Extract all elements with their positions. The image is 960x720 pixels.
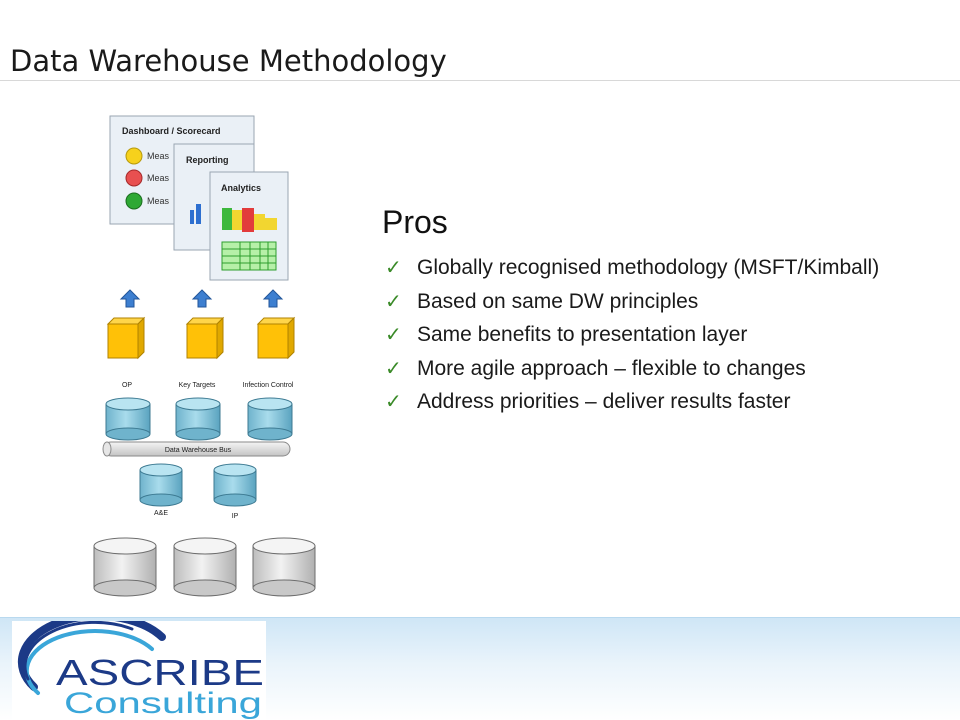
measure-label: Meas bbox=[147, 173, 170, 183]
check-icon: ✓ bbox=[385, 355, 402, 380]
source-system-cylinder bbox=[173, 537, 237, 597]
source-system-cylinder bbox=[93, 537, 157, 597]
check-icon: ✓ bbox=[385, 322, 402, 346]
olap-cube-icon bbox=[106, 316, 146, 360]
analytics-grid-icon bbox=[221, 241, 277, 271]
check-icon: ✓ bbox=[385, 389, 402, 413]
analytics-card: Analytics bbox=[209, 171, 289, 281]
pros-item: ✓ Address priorities – deliver results f… bbox=[382, 385, 952, 419]
logo-swoosh-icon bbox=[17, 621, 166, 691]
analytics-bar-icon bbox=[222, 208, 232, 230]
measure-label: Meas bbox=[147, 196, 170, 206]
data-mart-cylinder bbox=[105, 397, 151, 441]
data-mart-cylinder bbox=[175, 397, 221, 441]
staging-label-ae: A&E bbox=[154, 510, 168, 517]
analytics-title: Analytics bbox=[221, 183, 261, 193]
bus-architecture-diagram: Dashboard / Scorecard Meas Meas Meas Rep… bbox=[90, 110, 330, 610]
mart-label-infection-control: Infection Control bbox=[243, 382, 294, 389]
company-logo: ASCRIBE Consulting bbox=[12, 621, 266, 720]
staging-label-ip: IP bbox=[232, 513, 239, 520]
up-arrow-icon bbox=[119, 289, 141, 308]
analytics-bar-icon bbox=[232, 210, 242, 230]
mart-label-key-targets: Key Targets bbox=[179, 382, 216, 389]
staging-cylinder bbox=[139, 463, 183, 507]
slide-title: Data Warehouse Methodology bbox=[10, 44, 447, 78]
olap-cube-icon bbox=[185, 316, 225, 360]
logo-line1: ASCRIBE bbox=[56, 652, 264, 693]
olap-cube-icon bbox=[256, 316, 296, 360]
staging-cylinder bbox=[213, 463, 257, 507]
up-arrow-icon bbox=[262, 289, 284, 308]
logo-swoosh-icon bbox=[23, 621, 134, 681]
green-status-icon bbox=[125, 192, 143, 210]
dashboard-title: Dashboard / Scorecard bbox=[122, 126, 221, 136]
pros-item-text: Globally recognised methodology (MSFT/Ki… bbox=[417, 256, 880, 279]
report-bar-icon bbox=[196, 204, 201, 224]
pros-item: ✓ Based on same DW principles bbox=[382, 285, 952, 319]
logo-line2: Consulting bbox=[64, 687, 262, 720]
yellow-status-icon bbox=[125, 147, 143, 165]
pros-item-text: Based on same DW principles bbox=[417, 289, 699, 313]
check-icon: ✓ bbox=[385, 288, 402, 313]
bus-label: Data Warehouse Bus bbox=[165, 447, 232, 454]
pros-list: ✓ Globally recognised methodology (MSFT/… bbox=[382, 251, 952, 419]
analytics-bar-icon bbox=[254, 214, 265, 230]
pros-item: ✓ Globally recognised methodology (MSFT/… bbox=[382, 251, 952, 285]
data-warehouse-bus: Data Warehouse Bus bbox=[102, 441, 291, 457]
pros-panel: Pros ✓ Globally recognised methodology (… bbox=[382, 203, 952, 419]
pros-item-text: More agile approach – flexible to change… bbox=[417, 356, 806, 380]
measure-label: Meas bbox=[147, 151, 170, 161]
pros-item: ✓ More agile approach – flexible to chan… bbox=[382, 352, 952, 386]
check-icon: ✓ bbox=[385, 255, 402, 279]
data-mart-cylinder bbox=[247, 397, 293, 441]
logo-drawing: ASCRIBE Consulting bbox=[17, 621, 264, 720]
up-arrow-icon bbox=[191, 289, 213, 308]
diagram-drawing: Dashboard / Scorecard Meas Meas Meas Rep… bbox=[93, 115, 316, 597]
analytics-bar-icon bbox=[265, 218, 277, 230]
source-system-cylinder bbox=[252, 537, 316, 597]
pros-item: ✓ Same benefits to presentation layer bbox=[382, 318, 952, 352]
pros-item-text: Same benefits to presentation layer bbox=[417, 323, 748, 346]
mart-label-op: OP bbox=[122, 382, 132, 389]
reporting-title: Reporting bbox=[186, 155, 229, 165]
report-bar-icon bbox=[190, 210, 194, 224]
red-status-icon bbox=[125, 169, 143, 187]
analytics-bar-icon bbox=[242, 208, 254, 232]
pros-item-text: Address priorities – deliver results fas… bbox=[417, 390, 791, 413]
title-divider bbox=[0, 80, 960, 81]
pros-heading: Pros bbox=[382, 204, 448, 240]
